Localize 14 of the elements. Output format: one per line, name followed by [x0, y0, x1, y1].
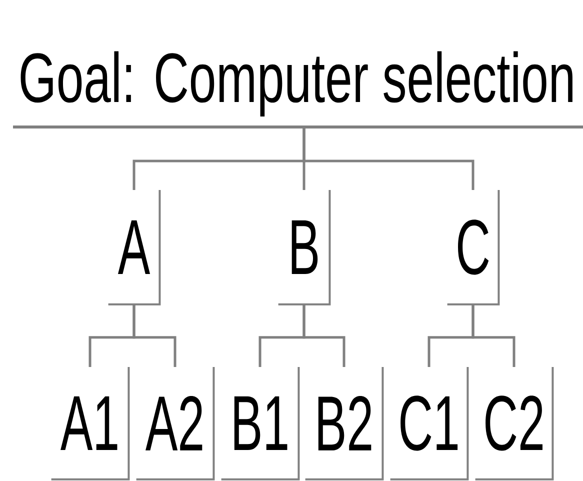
connector	[132, 304, 176, 367]
criterion-box: A1	[51, 366, 130, 480]
criterion-box: C	[447, 190, 500, 306]
goal-title: Goal: Computer selection	[20, 51, 572, 116]
criterion-box: B	[278, 190, 331, 306]
criterion-box: C2	[475, 366, 554, 480]
connector	[472, 304, 516, 367]
connector	[302, 127, 474, 190]
criterion-box: B1	[221, 366, 300, 480]
connector	[302, 304, 346, 367]
criterion-box: C1	[390, 366, 469, 480]
criterion-box: A	[108, 190, 161, 306]
criterion-box: B2	[305, 366, 384, 480]
criterion-box: A2	[136, 366, 215, 480]
